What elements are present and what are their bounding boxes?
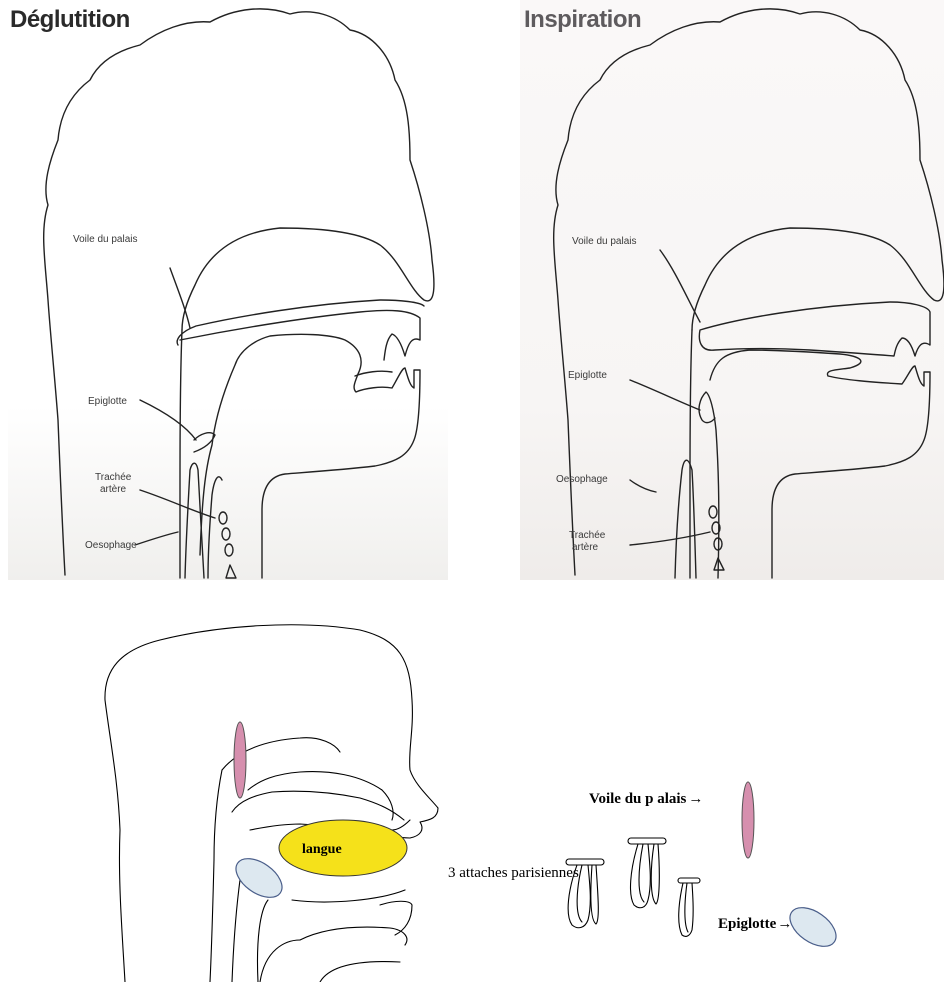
inspiration-label-voile: Voile du palais [572,236,637,247]
deglutition-label-oesophage: Oesophage [85,540,137,551]
epiglotte-legend-arrow: → [777,916,792,932]
epiglotte-legend-label: Epiglotte [718,916,776,932]
voile-legend: Voile du p alais→ [589,790,703,808]
bottom-langue-shape [279,820,407,876]
inspiration-label-trachee-line2: artère [572,542,598,553]
voile-legend-label: Voile du p alais [589,791,686,807]
voile-legend-arrow: → [688,791,703,807]
legend-voile-shape [742,782,754,858]
langue-label: langue [302,842,342,858]
inspiration-label-oesophage: Oesophage [556,474,608,485]
inspiration-label-trachee-line1: Trachée [569,530,605,541]
epiglotte-legend: Epiglotte→ [718,915,792,933]
inspiration-head-outline [554,9,944,578]
deglutition-label-epiglotte: Epiglotte [88,396,127,407]
attaches-parisiennes [566,838,700,936]
attache-3 [678,878,700,936]
deglutition-label-voile: Voile du palais [73,234,138,245]
inspiration-title: Inspiration [524,6,641,34]
deglutition-label-trachee-line2: artère [100,484,126,495]
attaches-label: 3 attaches parisiennes [448,865,579,882]
attache-2 [628,838,666,908]
bottom-head-outline [105,625,438,982]
inspiration-label-epiglotte: Epiglotte [568,370,607,381]
bottom-voile-shape [234,722,246,798]
deglutition-title: Déglutition [10,6,130,34]
deglutition-label-trachee-line1: Trachée [95,472,131,483]
